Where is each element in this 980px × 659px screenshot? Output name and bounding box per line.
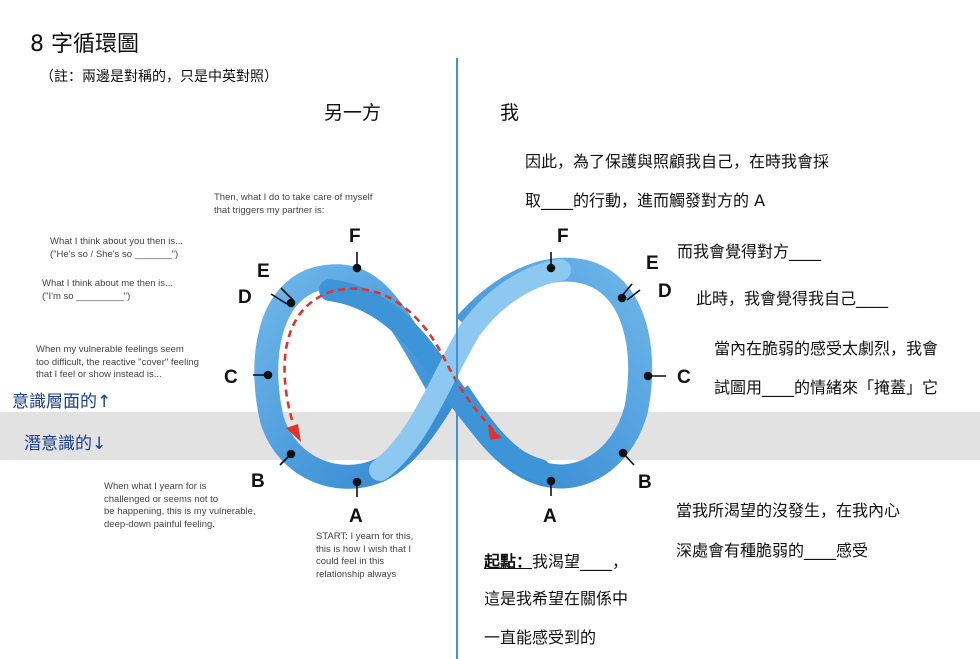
left-label-B: B	[251, 471, 265, 492]
arrow-head-end	[488, 425, 502, 440]
right-markers	[546, 252, 666, 496]
chinese-note-C-line1: 當內在脆弱的感受太劇烈，我會	[714, 339, 939, 358]
chinese-note-B-line1: 當我所渴望的沒發生，在我內心	[676, 501, 901, 520]
right-label-B: B	[638, 472, 652, 493]
left-label-C: C	[224, 367, 238, 388]
subconscious-label: 潛意識的↓	[24, 434, 107, 454]
start-label: 起點：	[484, 552, 533, 571]
left-markers	[253, 252, 362, 497]
english-note-D: What I think about me then is...("I'm so…	[42, 278, 173, 302]
right-label-E: E	[646, 253, 659, 274]
english-note-A: START: I yearn for this,this is how I wi…	[316, 531, 414, 580]
chinese-note-E: 而我會覺得對方____	[677, 242, 822, 261]
chinese-note-A-line3: 一直能感受到的	[484, 628, 597, 647]
page-title: 8 字循環圖	[30, 32, 139, 57]
right-label-C: C	[677, 367, 691, 388]
left-header: 另一方	[324, 102, 382, 124]
chinese-note-A-line2: 這是我希望在關係中	[484, 589, 629, 608]
chinese-note-F-line2: 取____的行動，進而觸發對方的 A	[525, 191, 766, 210]
chinese-note-A-line1: 起點：我渴望____，	[484, 552, 629, 571]
right-label-D: D	[658, 281, 672, 302]
chinese-note-C-line2: 試圖用____的情緒來「掩蓋」它	[714, 378, 939, 397]
conscious-label: 意識層面的↑	[12, 392, 112, 412]
chinese-note-B-line2: 深處會有種脆弱的____感受	[676, 541, 869, 560]
right-label-A: A	[543, 506, 557, 527]
right-label-F: F	[557, 226, 569, 247]
arrow-head-start	[286, 424, 301, 442]
left-label-D: D	[238, 287, 252, 308]
left-label-A: A	[349, 506, 363, 527]
english-note-E: What I think about you then is...("He's …	[50, 236, 184, 260]
chinese-note-D: 此時，我會覺得我自己____	[696, 289, 889, 308]
center-divider	[456, 58, 458, 659]
chinese-note-F-line1: 因此，為了保護與照顧我自己，在時我會採	[525, 152, 830, 171]
infinity-cross-strand-2	[369, 259, 571, 481]
symmetry-note: （註：兩邊是對稱的，只是中英對照）	[40, 69, 278, 85]
left-label-F: F	[349, 226, 361, 247]
cycle-direction-arrow	[283, 287, 496, 433]
right-header: 我	[500, 102, 520, 124]
left-label-E: E	[257, 261, 270, 282]
